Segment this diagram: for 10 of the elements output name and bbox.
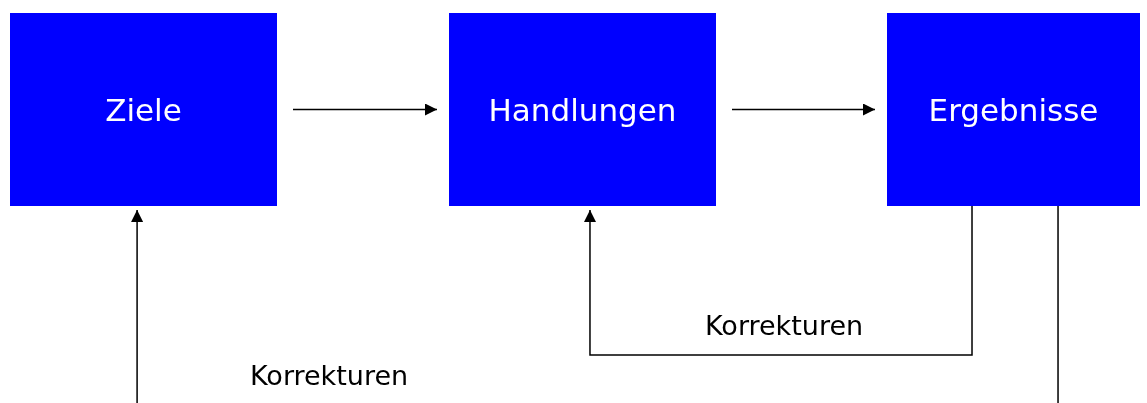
- box-label: Ergebnisse: [928, 91, 1099, 128]
- box-label: Handlungen: [488, 91, 677, 128]
- arrow: [731, 103, 876, 116]
- process-box: [887, 13, 1140, 206]
- box-label: Ziele: [105, 91, 182, 128]
- arrow: [584, 205, 973, 356]
- arrow: [292, 103, 438, 116]
- arrow: [131, 205, 1059, 403]
- process-box: [449, 13, 716, 206]
- process-box: [10, 13, 277, 206]
